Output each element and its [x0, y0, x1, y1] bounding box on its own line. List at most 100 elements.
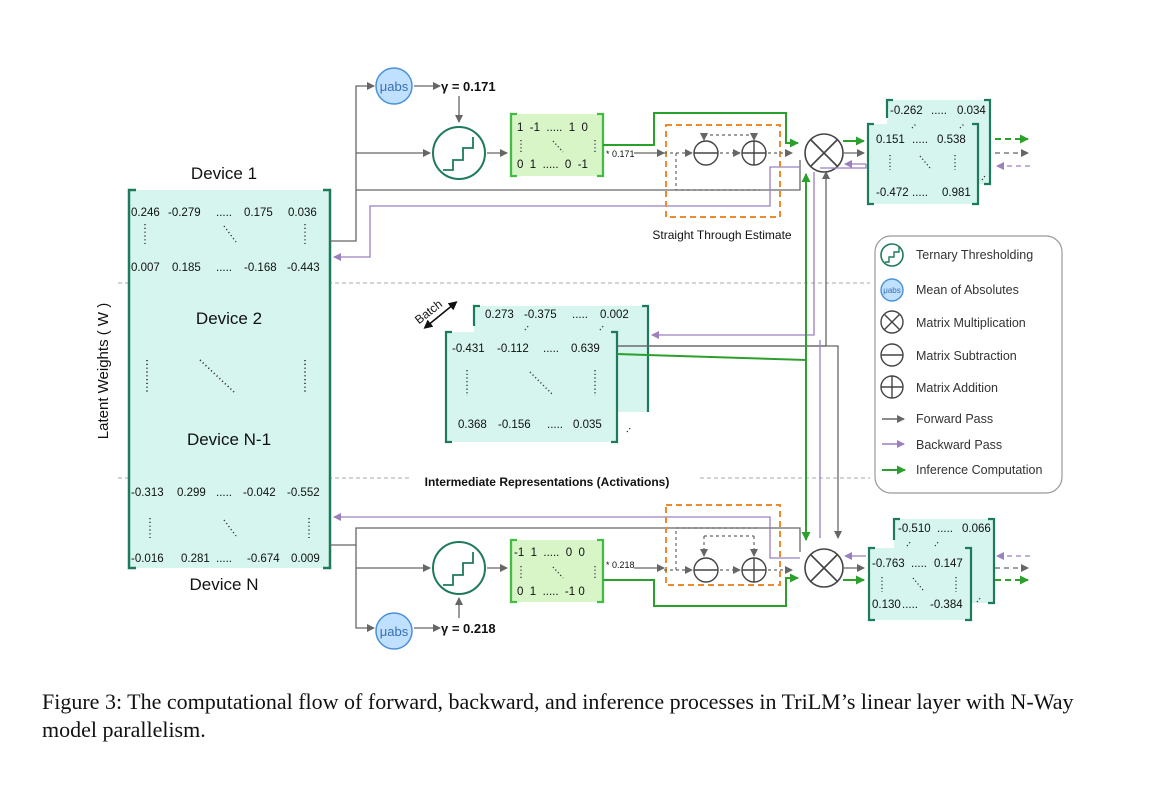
bottom-forward-lines — [330, 527, 801, 632]
cell: 0.130 — [872, 599, 901, 611]
inference-path-bottom — [603, 573, 799, 607]
cell: ..... — [572, 309, 588, 321]
scale-bottom: * 0.218 — [606, 560, 635, 570]
legend-ternary-label: Ternary Thresholding — [916, 248, 1033, 262]
cell: -0.552 — [287, 487, 320, 499]
cell: -0.262 — [890, 105, 923, 117]
device-n-label: Device N — [190, 575, 259, 594]
mu-abs-icon — [880, 278, 904, 302]
cell: -0.431 — [452, 343, 485, 355]
ste-top-flow — [664, 133, 793, 191]
cell: 0.368 — [458, 419, 487, 431]
cell: ..... — [216, 207, 232, 219]
cell: 0.273 — [485, 309, 514, 321]
cell: ..... — [931, 105, 947, 117]
legend-ternary: Ternary Thresholding — [880, 243, 1033, 267]
top-backward-line — [333, 166, 800, 261]
latent-top-row-2: 0.007 0.185 ..... -0.168 -0.443 — [131, 262, 320, 274]
latent-middle-dots — [146, 359, 306, 394]
legend-mu-icon-text: μabs — [883, 286, 901, 295]
legend-inference: Inference Computation — [882, 463, 1043, 477]
activations-dots — [466, 324, 632, 433]
device-1-label: Device 1 — [191, 164, 257, 183]
ternary-bottom-dots — [520, 566, 596, 580]
cell: -0.674 — [247, 553, 280, 565]
latent-weights-label: Latent Weights ( W ) — [95, 303, 112, 439]
output-top-front — [868, 124, 978, 204]
cell: -0.156 — [498, 419, 531, 431]
top-forward-lines — [330, 82, 801, 242]
cell: -0.042 — [243, 487, 276, 499]
legend-sub: Matrix Subtraction — [880, 343, 1017, 367]
ternary-threshold-icon — [880, 243, 904, 267]
legend-inference-label: Inference Computation — [916, 463, 1043, 477]
cell: 0.185 — [172, 262, 201, 274]
legend-mean: μabs Mean of Absolutes — [880, 278, 1019, 302]
latent-bottom-row-2: -0.016 0.281 ..... -0.674 0.009 — [131, 553, 320, 565]
legend-backward-label: Backward Pass — [916, 438, 1002, 452]
ste-bottom-flow — [664, 527, 793, 574]
mu-abs-top-label: μabs — [380, 79, 409, 94]
activations-label: Intermediate Representations (Activation… — [425, 475, 670, 489]
mu-abs-top — [375, 67, 413, 105]
cell: 0.981 — [942, 187, 971, 199]
mu-abs-bottom — [375, 612, 413, 650]
legend-add: Matrix Addition — [880, 375, 998, 399]
batch-arrow — [423, 301, 458, 329]
cell: 0.036 — [288, 207, 317, 219]
cell: ..... — [937, 523, 953, 535]
cell: -0.168 — [244, 262, 277, 274]
cell: 0.639 — [571, 343, 600, 355]
legend-forward-label: Forward Pass — [916, 412, 993, 426]
gamma-top: γ = 0.171 — [441, 79, 496, 94]
activation-forward-lines — [617, 171, 842, 539]
cell: -0.472 — [876, 187, 909, 199]
cell: ..... — [216, 553, 232, 565]
cell: -0.375 — [524, 309, 557, 321]
cell: ..... — [543, 343, 559, 355]
cell: 0.002 — [600, 309, 629, 321]
latent-weight-matrix — [129, 190, 330, 568]
cell: 0.007 — [131, 262, 160, 274]
cell: 0.147 — [934, 558, 963, 570]
cell: 0.009 — [291, 553, 320, 565]
cell: -0.112 — [497, 343, 529, 355]
latent-matrix-right-bracket — [323, 188, 332, 570]
ternary-top-row-1: 1 -1 ..... 1 0 — [517, 122, 588, 134]
step-icon — [443, 552, 474, 586]
legend-sub-label: Matrix Subtraction — [916, 349, 1017, 363]
inference-path-top — [603, 112, 799, 148]
step-icon — [443, 137, 474, 171]
cell: -0.279 — [168, 207, 201, 219]
cell: 0.034 — [957, 105, 986, 117]
cell: ..... — [902, 599, 918, 611]
batch-label: Batch — [412, 297, 445, 327]
ternary-threshold-icon-top — [432, 126, 486, 180]
cell: -0.443 — [287, 262, 320, 274]
legend-backward: Backward Pass — [882, 438, 1002, 452]
trilm-flow-diagram: Device 1 Device 2 Device N-1 Device N La… — [95, 67, 1063, 650]
cell: 0.538 — [937, 134, 966, 146]
activations-front — [446, 332, 617, 442]
output-bottom-front — [869, 548, 971, 620]
cell: -0.763 — [872, 558, 905, 570]
figure-caption: Figure 3: The computational flow of forw… — [42, 689, 1074, 742]
cell: 0.281 — [181, 553, 210, 565]
legend-box — [874, 235, 1063, 494]
cell: 0.151 — [876, 134, 905, 146]
device-2-label: Device 2 — [196, 309, 262, 328]
output-top-dots — [889, 123, 986, 181]
scale-top: * 0.171 — [606, 149, 635, 159]
mu-abs-bottom-label: μabs — [380, 624, 409, 639]
bottom-backward-line — [333, 513, 800, 559]
latent-bottom-row-1: -0.313 0.299 ..... -0.042 -0.552 — [131, 487, 320, 499]
legend-add-label: Matrix Addition — [916, 381, 998, 395]
legend-matmul-label: Matrix Multiplication — [916, 316, 1026, 330]
bracket — [509, 538, 605, 604]
cell: 0.299 — [177, 487, 206, 499]
ternary-top-dots — [520, 140, 596, 153]
cell: -0.313 — [131, 487, 164, 499]
legend-matmul: Matrix Multiplication — [880, 310, 1026, 334]
cell: -0.510 — [898, 523, 931, 535]
ternary-threshold-icon-bottom — [432, 541, 486, 595]
